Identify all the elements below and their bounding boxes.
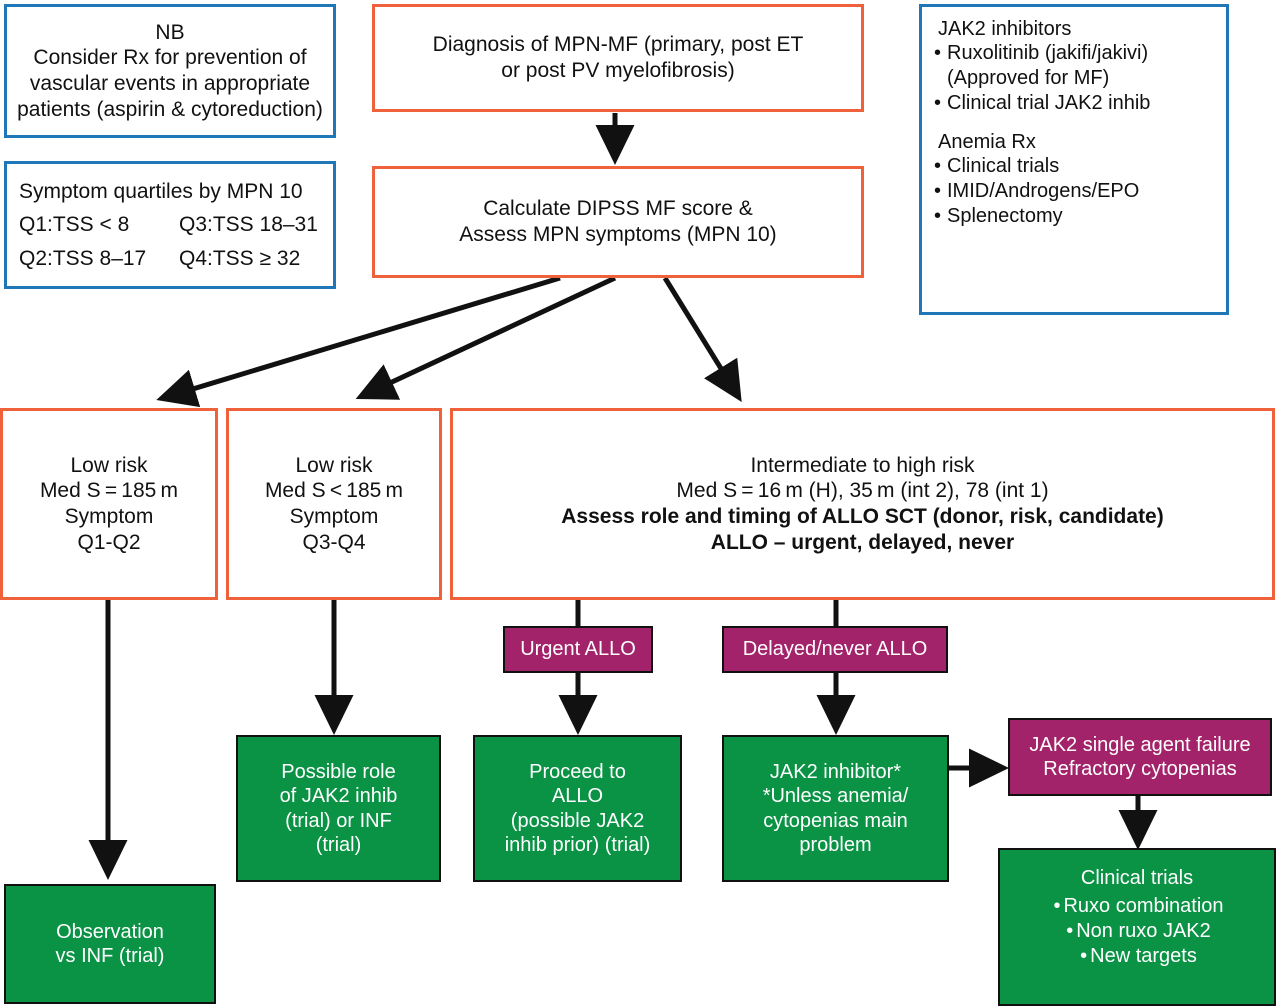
clinical-trial-item-3: New targets [1090,944,1197,967]
jak2-failure-line-1: JAK2 single agent failure [1029,733,1251,756]
symptom-quartiles-title: Symptom quartiles by MPN 10 [19,179,303,203]
intermediate-high-risk-box: Intermediate to high risk Med S = 16 m (… [450,408,1275,600]
jak2-inhibitors-title: JAK2 inhibitors [938,18,1072,40]
low-risk-2-line-1: Low risk [295,453,373,477]
jak2-inhibitors-list: •Ruxolitinib (jakifi/jakivi) (Approved f… [934,41,1150,115]
arrow-calculate-to-low-risk-1 [156,275,561,408]
low-risk-1-line-4: Q1-Q2 [77,530,141,554]
list-item: •Clinical trial JAK2 inhib [934,91,1150,116]
nb-line-2: Consider Rx for prevention of [33,46,307,70]
list-item: •Ruxo combination [1050,894,1223,919]
observation-line-2: vs INF (trial) [55,945,165,967]
low-risk-2-line-4: Q3-Q4 [302,530,366,554]
urgent-allo-box: Urgent ALLO [503,626,653,673]
anemia-rx-list: •Clinical trials •IMID/Androgens/EPO •Sp… [934,154,1139,228]
anemia-item-1-label: Clinical trials [947,155,1060,178]
jak2-inhibitor-box: JAK2 inhibitor* *Unless anemia/ cytopeni… [722,735,949,882]
int-high-bold-line-1: Assess role and timing of ALLO SCT (dono… [561,505,1164,528]
jak2-failure-box: JAK2 single agent failure Refractory cyt… [1008,718,1272,796]
possible-role-line-3: (trial) or INF [285,809,392,832]
clinical-trials-box: Clinical trials •Ruxo combination •Non r… [998,848,1276,1006]
int-high-bold-line-2: ALLO – urgent, delayed, never [710,530,1015,554]
diagnosis-box: Diagnosis of MPN-MF (primary, post ET or… [372,4,864,112]
symptom-quartiles-row-1: Q1:TSS < 8 Q3:TSS 18–31 [19,212,318,238]
quartile-q3: Q3:TSS 18–31 [179,213,318,237]
jak2-item-1-sub: (Approved for MF) [947,67,1110,90]
jak2-inhibitor-line-3: cytopenias main [763,809,908,832]
possible-role-line-4: (trial) [315,833,362,856]
symptom-quartiles-row-2: Q2:TSS 8–17 Q4:TSS ≥ 32 [19,246,300,272]
bullet-icon: • [1053,895,1061,918]
bullet-icon: • [1066,920,1074,943]
proceed-allo-box: Proceed to ALLO (possible JAK2 inhib pri… [473,735,682,882]
arrow-calculate-to-intermediate-high-risk [662,276,742,402]
treatments-box: JAK2 inhibitors •Ruxolitinib (jakifi/jak… [919,4,1229,315]
proceed-allo-line-1: Proceed to [529,760,626,783]
proceed-allo-line-3: (possible JAK2 [510,809,645,832]
list-item: •IMID/Androgens/EPO [934,179,1139,204]
int-high-line-2: Med S = 16 m (H), 35 m (int 2), 78 (int … [676,479,1049,503]
list-item: •Clinical trials [934,154,1139,179]
observation-line-1: Observation [56,920,164,943]
diagnosis-line-2: or post PV myelofibrosis) [501,59,735,82]
list-item: •Splenectomy [934,204,1139,229]
nb-line-3: vascular events in appropriate [29,72,311,95]
jak2-inhibitor-line-2: *Unless anemia/ [762,785,909,808]
jak2-inhibitor-line-1: JAK2 inhibitor* [769,760,902,783]
clinical-trial-item-2: Non ruxo JAK2 [1076,920,1211,943]
symptom-quartiles-box: Symptom quartiles by MPN 10 Q1:TSS < 8 Q3… [4,161,336,289]
bullet-icon: • [934,155,942,178]
calculate-line-1: Calculate DIPSS MF score & [483,197,753,221]
quartile-q4: Q4:TSS ≥ 32 [179,246,301,270]
anemia-item-3-label: Splenectomy [947,204,1063,227]
diagnosis-line-1: Diagnosis of MPN-MF (primary, post ET [432,33,804,57]
delayed-allo-box: Delayed/never ALLO [722,626,948,673]
jak2-failure-line-2: Refractory cytopenias [1043,758,1237,780]
low-risk-1-line-1: Low risk [70,453,148,477]
quartile-q1: Q1:TSS < 8 [19,213,130,237]
nb-note-box: NB Consider Rx for prevention of vascula… [4,4,336,138]
urgent-allo-label: Urgent ALLO [520,638,636,661]
calculate-line-2: Assess MPN symptoms (MPN 10) [459,223,777,246]
jak2-item-1-label: Ruxolitinib (jakifi/jakivi) [947,42,1149,65]
low-risk-2-line-2: Med S < 185 m [264,479,404,503]
clinical-trial-item-1: Ruxo combination [1063,895,1224,918]
jak2-inhibitor-line-4: problem [799,833,872,856]
delayed-allo-label: Delayed/never ALLO [742,638,928,661]
observation-box: Observation vs INF (trial) [4,884,216,1004]
calculate-dipss-box: Calculate DIPSS MF score & Assess MPN sy… [372,166,864,278]
low-risk-2-box: Low risk Med S < 185 m Symptom Q3-Q4 [226,408,442,600]
list-item: •Non ruxo JAK2 [1050,919,1223,944]
bullet-icon: • [1080,944,1088,967]
list-item: •New targets [1050,944,1223,969]
low-risk-2-line-3: Symptom [289,505,379,528]
nb-line-4: patients (aspirin & cytoreduction) [17,97,323,121]
bullet-icon: • [934,204,942,227]
possible-role-line-1: Possible role [281,760,396,783]
jak2-item-2-label: Clinical trial JAK2 inhib [947,91,1151,114]
arrow-calculate-to-low-risk-2 [355,275,617,400]
possible-role-line-2: of JAK2 inhib [279,785,398,808]
nb-line-1: NB [155,20,185,44]
possible-role-box: Possible role of JAK2 inhib (trial) or I… [236,735,441,882]
clinical-trials-list: •Ruxo combination •Non ruxo JAK2 •New ta… [1050,894,1223,968]
bullet-icon: • [934,179,942,202]
bullet-icon: • [934,42,942,65]
proceed-allo-line-4: inhib prior) (trial) [504,833,651,856]
anemia-item-2-label: IMID/Androgens/EPO [947,179,1140,202]
int-high-line-1: Intermediate to high risk [750,453,975,477]
clinical-trials-title: Clinical trials [1080,867,1194,889]
low-risk-1-line-2: Med S = 185 m [39,479,179,503]
anemia-rx-title: Anemia Rx [938,130,1036,153]
bullet-icon: • [934,91,942,114]
proceed-allo-line-2: ALLO [551,785,604,808]
low-risk-1-box: Low risk Med S = 185 m Symptom Q1-Q2 [0,408,218,600]
list-item: •Ruxolitinib (jakifi/jakivi) (Approved f… [934,41,1150,91]
low-risk-1-line-3: Symptom [64,505,154,528]
quartile-q2: Q2:TSS 8–17 [19,246,147,270]
